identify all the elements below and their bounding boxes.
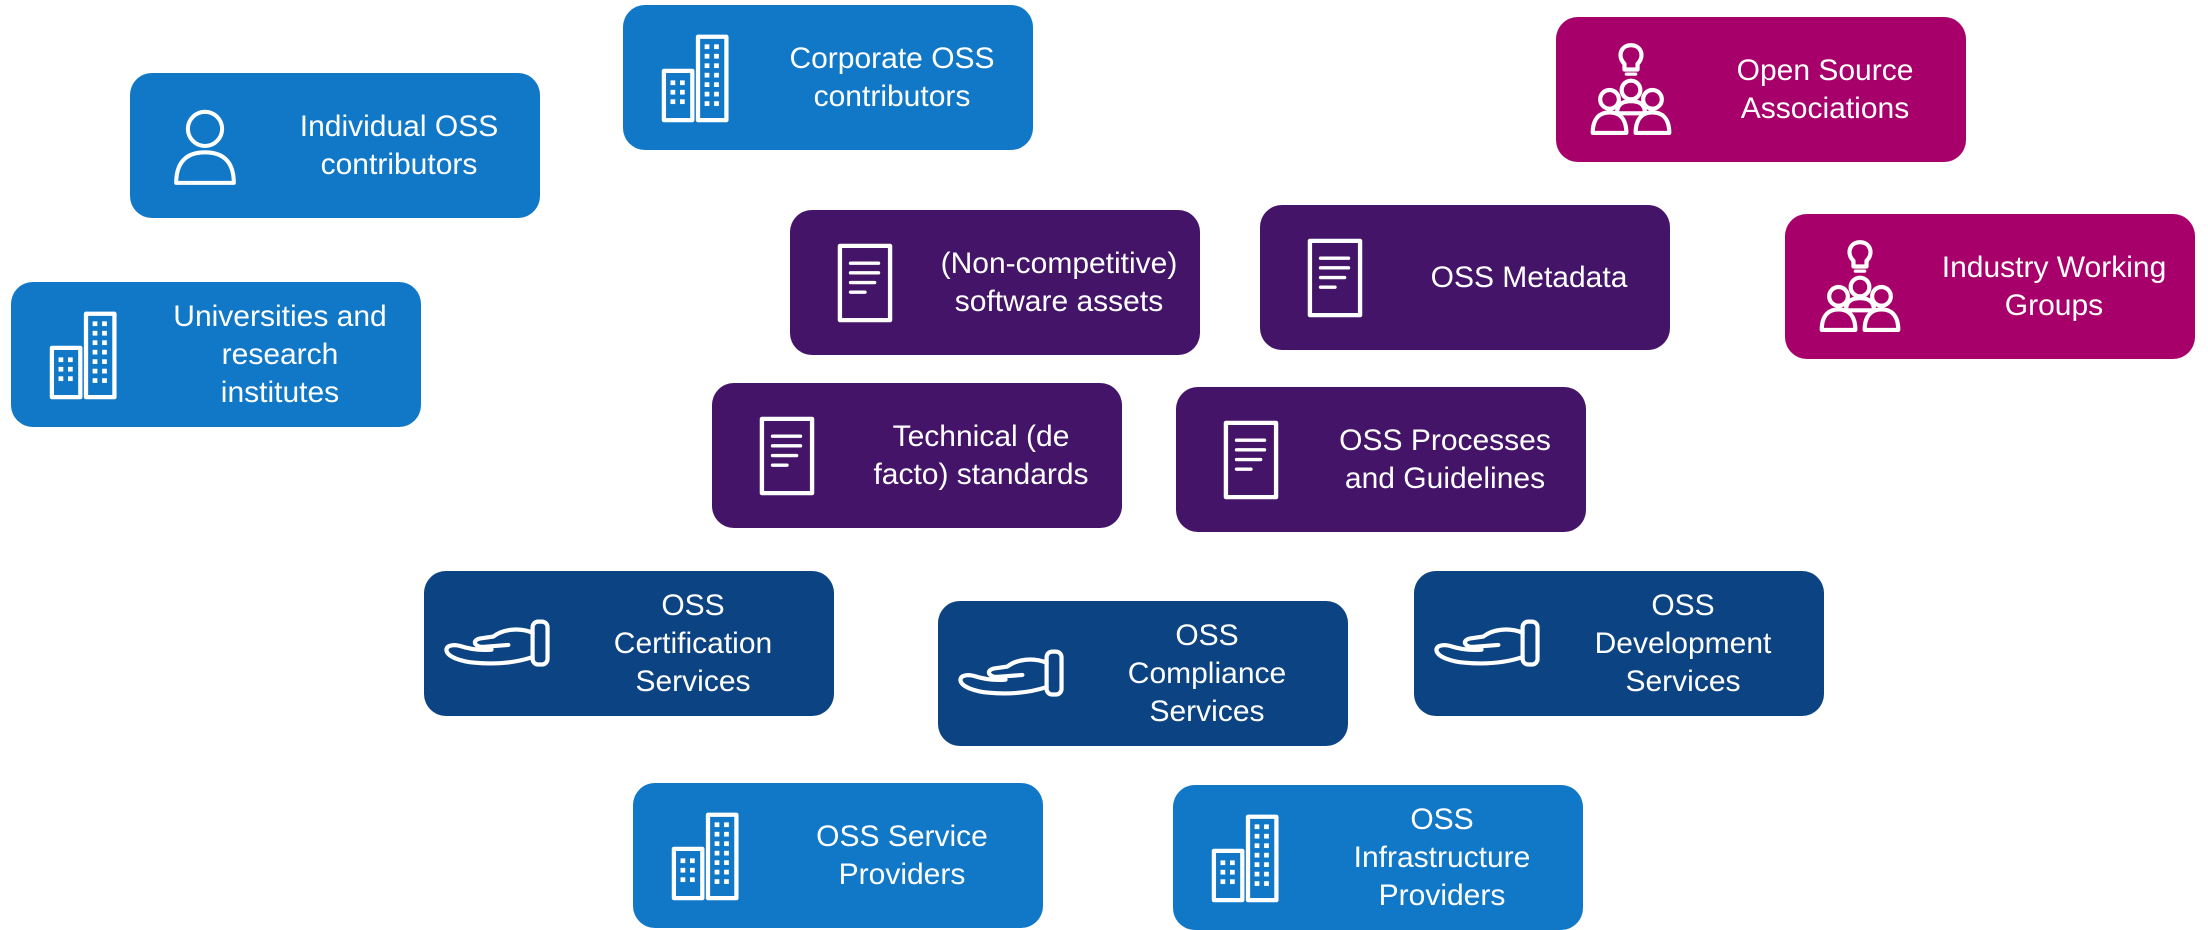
card-label: OSS Certification Services — [613, 588, 773, 698]
hand-icon — [424, 616, 574, 672]
card-label: Industry Working Groups — [1941, 250, 2167, 322]
card-label: Technical (de facto) standards — [873, 419, 1089, 491]
card-corporate-oss-contributors: Corporate OSS contributors — [623, 5, 1033, 150]
card-label: Open Source Associations — [1736, 53, 1914, 125]
card-oss-service-providers: OSS Service Providers — [633, 783, 1043, 928]
card-label: OSS Development Services — [1594, 588, 1772, 698]
card-oss-metadata: OSS Metadata — [1260, 205, 1670, 350]
card-oss-processes: OSS Processes and Guidelines — [1176, 387, 1586, 532]
document-icon — [1176, 419, 1326, 501]
card-label: (Non-competitive) software assets — [940, 246, 1178, 318]
card-oss-development-services: OSS Development Services — [1414, 571, 1824, 716]
building-icon — [1173, 813, 1323, 903]
card-oss-certification-services: OSS Certification Services — [424, 571, 834, 716]
card-label: OSS Service Providers — [816, 819, 988, 891]
card-label: OSS Processes and Guidelines — [1339, 423, 1551, 495]
card-label: Individual OSS contributors — [299, 109, 499, 181]
card-label: OSS Metadata — [1430, 260, 1628, 294]
building-icon — [11, 310, 161, 400]
person-icon — [130, 105, 280, 187]
card-oss-infrastructure-providers: OSS Infrastructure Providers — [1173, 785, 1583, 930]
hand-icon — [938, 646, 1088, 702]
card-software-assets: (Non-competitive) software assets — [790, 210, 1200, 355]
card-individual-oss-contributors: Individual OSS contributors — [130, 73, 540, 218]
card-label: OSS Compliance Services — [1127, 618, 1287, 728]
card-label: Corporate OSS contributors — [789, 41, 995, 113]
card-universities: Universities and research institutes — [11, 282, 421, 427]
document-icon — [1260, 237, 1410, 319]
card-oss-compliance-services: OSS Compliance Services — [938, 601, 1348, 746]
group-idea-icon — [1556, 40, 1706, 140]
document-icon — [790, 242, 940, 324]
document-icon — [712, 415, 862, 497]
card-label: Universities and research institutes — [173, 299, 387, 409]
card-industry-working-groups: Industry Working Groups — [1785, 214, 2195, 359]
card-label: OSS Infrastructure Providers — [1353, 802, 1531, 912]
hand-icon — [1414, 616, 1564, 672]
building-icon — [623, 33, 773, 123]
building-icon — [633, 811, 783, 901]
group-idea-icon — [1785, 237, 1935, 337]
card-technical-standards: Technical (de facto) standards — [712, 383, 1122, 528]
card-open-source-associations: Open Source Associations — [1556, 17, 1966, 162]
